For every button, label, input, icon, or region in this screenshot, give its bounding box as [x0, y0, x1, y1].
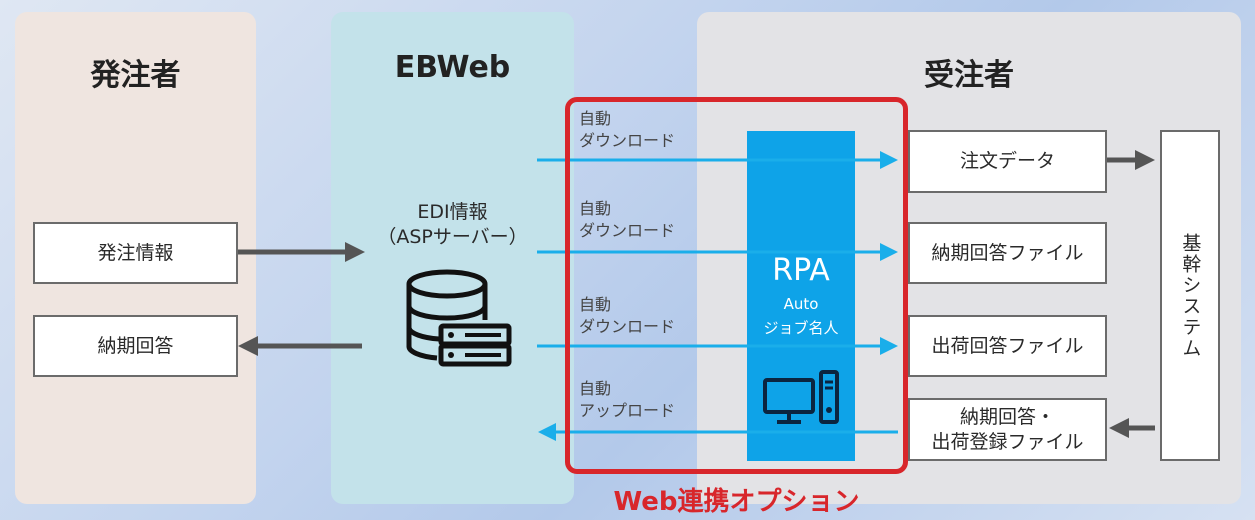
upload-arrow — [538, 423, 898, 441]
order-data-to-core-arrow — [1107, 150, 1155, 170]
upload-file-box: 納期回答・ 出荷登録ファイル — [908, 398, 1107, 461]
rpa-block: RPA Auto ジョブ名人 — [747, 131, 855, 461]
rpa-sub1: Auto — [783, 295, 819, 313]
web-option-label: Web連携オプション — [613, 487, 860, 517]
arrow-label-4-line1: 自動 — [579, 379, 612, 398]
download-arrow-1 — [537, 151, 898, 169]
server-label-1: EDI情報 — [417, 201, 488, 223]
core-system-label: 基幹システム — [1179, 232, 1202, 359]
order-info-arrow — [238, 242, 365, 262]
arrow-label-2: 自動 ダウンロード — [579, 198, 675, 241]
ebweb-panel: EBWeb — [331, 12, 574, 504]
arrow-label-3-line1: 自動 — [579, 295, 612, 314]
shipping-file-box: 出荷回答ファイル — [908, 315, 1107, 377]
arrow-label-1-line2: ダウンロード — [579, 130, 676, 150]
server-label-2: （ASPサーバー） — [377, 226, 528, 248]
arrow-label-2-line1: 自動 — [579, 199, 612, 218]
arrow-label-3: 自動 ダウンロード — [579, 294, 675, 337]
web-option-highlight-frame — [565, 97, 908, 474]
delivery-reply-box: 納期回答 — [33, 315, 238, 377]
arrow-label-1: 自動 ダウンロード — [579, 108, 675, 151]
delivery-file-box: 納期回答ファイル — [908, 222, 1107, 284]
rpa-sub2: ジョブ名人 — [763, 319, 839, 337]
receiving-panel-title: 受注者 — [924, 58, 1014, 93]
arrow-label-1-line1: 自動 — [579, 109, 612, 128]
database-server-icon — [406, 269, 512, 367]
download-arrow-3 — [537, 337, 898, 355]
order-data-box: 注文データ — [908, 130, 1107, 193]
computer-icon — [763, 370, 839, 424]
arrow-label-2-line2: ダウンロード — [579, 220, 676, 240]
arrow-label-4: 自動 アップロード — [579, 378, 675, 421]
download-arrow-2 — [537, 243, 898, 261]
delivery-reply-arrow — [238, 336, 362, 356]
upload-file-line1: 納期回答・ — [959, 405, 1055, 428]
order-info-box: 発注情報 — [33, 222, 238, 284]
arrow-label-3-line2: ダウンロード — [579, 316, 676, 336]
rpa-title: RPA — [772, 253, 830, 288]
ebweb-panel-title: EBWeb — [394, 50, 511, 85]
core-to-upload-file-arrow — [1109, 418, 1155, 438]
ordering-panel-title: 発注者 — [90, 58, 181, 93]
arrow-label-4-line2: アップロード — [579, 400, 676, 420]
upload-file-line2: 出荷登録ファイル — [931, 430, 1084, 453]
core-system-box: 基幹システム — [1160, 130, 1220, 461]
